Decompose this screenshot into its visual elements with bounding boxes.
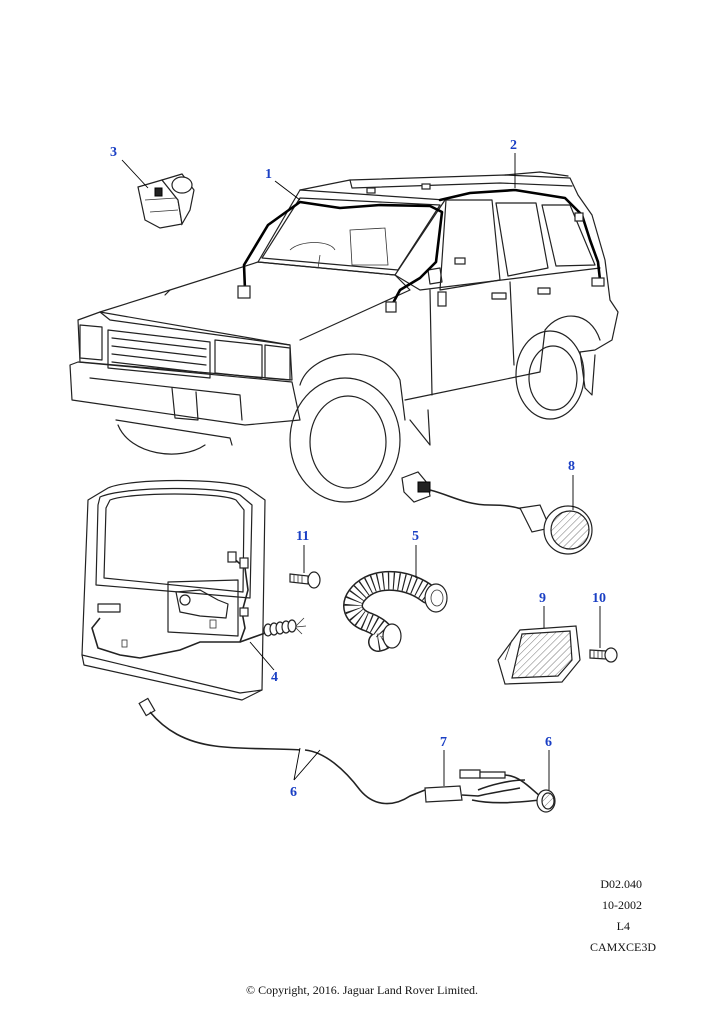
harness-2-path xyxy=(438,188,602,282)
vehicle-illustration xyxy=(69,171,619,503)
part-5-grommet xyxy=(343,570,448,652)
tailgate-illustration xyxy=(81,479,307,701)
diagram-code: L4 xyxy=(616,919,630,933)
harness-4-path xyxy=(91,556,249,659)
part-9-reflector xyxy=(497,625,581,685)
copyright-notice: © Copyright, 2016. Jaguar Land Rover Lim… xyxy=(245,983,479,997)
callout-6-lamp[interactable]: 6 xyxy=(545,735,552,750)
harness-1-path xyxy=(242,200,444,307)
callout-11[interactable]: 11 xyxy=(296,529,310,544)
diagram-id: CAMXCE3D xyxy=(589,940,656,954)
callout-1[interactable]: 1 xyxy=(265,167,272,182)
callout-10[interactable]: 10 xyxy=(592,591,606,606)
part-3-switch xyxy=(137,173,195,229)
callout-4[interactable]: 4 xyxy=(271,670,278,685)
callout-3[interactable]: 3 xyxy=(110,145,117,160)
callout-9[interactable]: 9 xyxy=(539,591,546,606)
callout-2[interactable]: 2 xyxy=(510,138,517,153)
part-8-lamp xyxy=(401,471,593,555)
callout-6-cable[interactable]: 6 xyxy=(290,785,297,800)
diagram-ref: D02.040 xyxy=(600,877,642,891)
callout-8[interactable]: 8 xyxy=(568,459,575,474)
callout-7[interactable]: 7 xyxy=(440,735,447,750)
part-11-screw xyxy=(289,571,321,589)
part-6-7-lead xyxy=(138,697,556,813)
callout-5[interactable]: 5 xyxy=(412,529,419,544)
leader-lines xyxy=(121,153,601,790)
diagram-date: 10-2002 xyxy=(602,898,642,912)
part-10-screw xyxy=(589,647,618,663)
